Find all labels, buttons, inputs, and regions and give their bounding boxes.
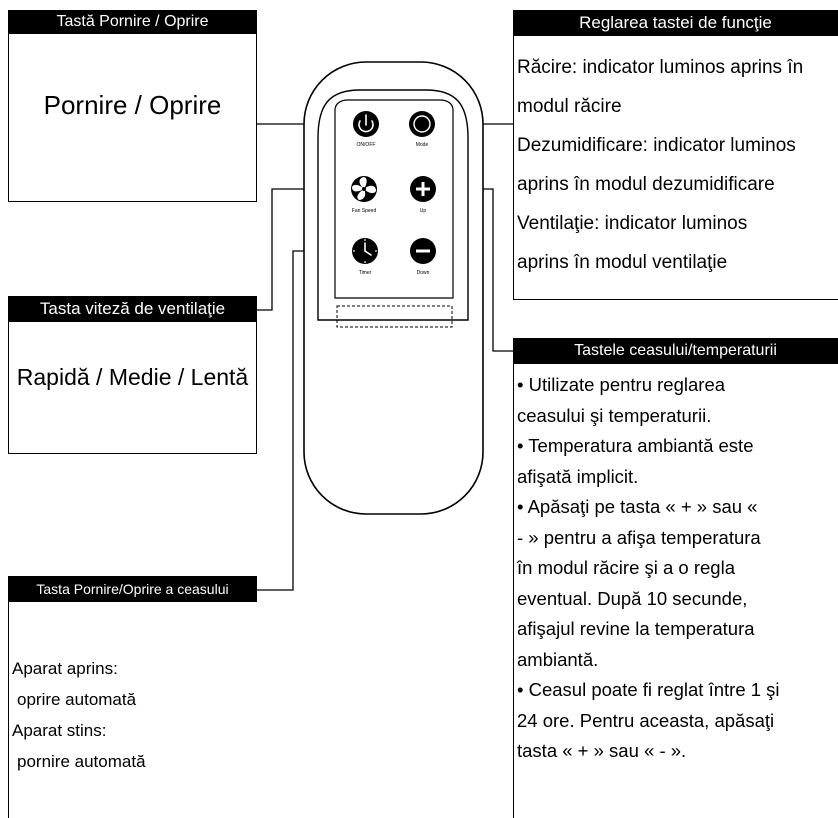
mode-key-title: Reglarea tastei de funcţie [513,10,838,36]
mode-button[interactable]: Mode [409,111,435,148]
fan-speed-button[interactable]: Fan Speed [351,176,377,214]
fan-speed-description: Rapidă / Medie / Lentă [16,364,249,390]
power-button-label: ON/OFF [357,142,376,148]
mode-button-label: Mode [416,142,429,148]
timer-line-2: oprire automată [17,690,137,709]
mode-line-1: Răcire: indicator luminos aprins în [517,57,804,78]
down-button[interactable]: Down [410,238,436,276]
timer-line-3: Aparat stins: [12,721,107,740]
clock-line-4: afişată implicit. [517,465,639,487]
clock-line-3: • Temperatura ambiantă este [517,435,754,456]
power-key-box: Tastă Pornire / Oprire Pornire / Oprire [8,10,257,202]
clock-line-9: afişajul revine la temperatura [517,618,755,639]
clock-line-1: • Utilizate pentru reglarea [517,374,726,395]
timer-key-box: Tasta Pornire/Oprire a ceasului Aparat a… [8,576,257,818]
power-icon [358,114,374,133]
clock-line-5: • Apăsaţi pe tasta « + » sau « [517,496,758,517]
mode-line-6: aprins în modul ventilaţie [517,252,728,273]
plus-icon [416,182,430,196]
mode-key-box: Reglarea tastei de funcţie Răcire: indic… [513,10,838,300]
timer-key-title: Tasta Pornire/Oprire a ceasului [8,576,257,602]
timer-button-label: Timer [359,270,372,276]
clock-line-7: în modul răcire şi a o regla [517,557,735,578]
mode-line-2: modul răcire [517,96,622,117]
clock-line-10: ambiantă. [517,648,599,670]
timer-line-4: pornire automată [17,752,146,771]
mode-line-5: Ventilaţie: indicator luminos [517,213,748,234]
clock-line-6: - » pentru a afişa temperatura [517,526,761,548]
mode-ring-icon [413,115,431,133]
fan-icon [352,177,376,200]
power-key-title: Tastă Pornire / Oprire [8,10,257,34]
up-button-label: Up [420,208,427,214]
power-key-description: Pornire / Oprire [43,90,222,120]
power-button[interactable]: ON/OFF [353,111,379,148]
timer-line-1: Aparat aprins: [12,659,118,678]
clock-line-2: ceasului şi temperaturii. [517,404,712,426]
clock-line-11: • Ceasul poate fi reglat între 1 şi [517,679,780,700]
remote-body [303,61,484,515]
clock-temp-box: Tastele ceasului/temperaturii • Utilizat… [513,338,838,818]
clock-line-12: 24 ore. Pentru aceasta, apăsaţi [517,709,775,731]
mode-line-3: Dezumidificare: indicator luminos [517,135,796,156]
up-button[interactable]: Up [410,176,436,214]
clock-line-13: tasta « + » sau « - ». [517,740,687,761]
clock-icon [364,242,372,256]
mode-line-4: aprins în modul dezumidificare [517,174,775,195]
timer-button[interactable]: Timer [352,238,378,276]
fan-speed-button-label: Fan Speed [352,208,377,214]
fan-speed-box: Tasta viteză de ventilaţie Rapidă / Medi… [8,296,257,454]
down-button-label: Down [417,270,430,276]
clock-temp-title: Tastele ceasului/temperaturii [513,338,838,364]
fan-speed-title: Tasta viteză de ventilaţie [8,296,257,322]
clock-line-8: eventual. După 10 secunde, [517,587,748,609]
